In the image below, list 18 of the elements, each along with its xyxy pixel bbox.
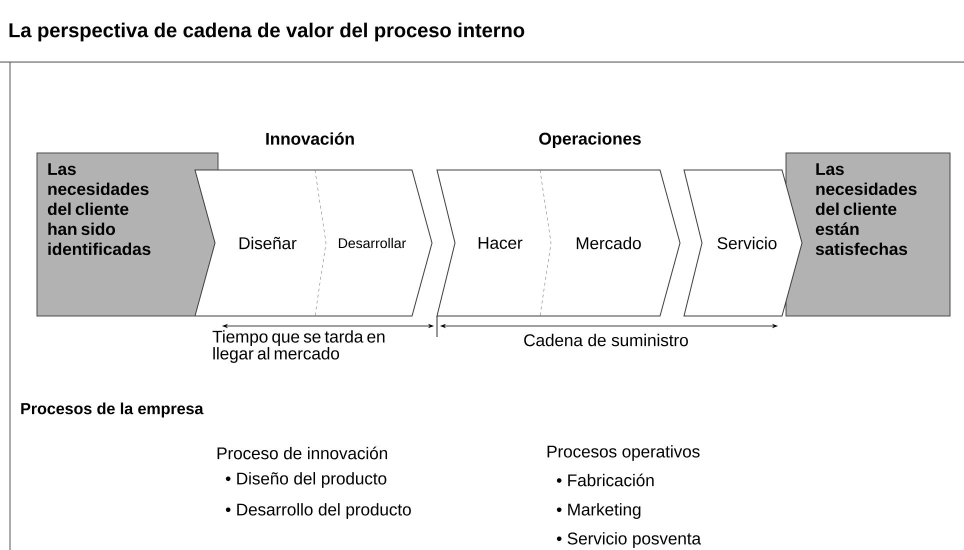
bullet-item: • Servicio posventa <box>556 532 702 548</box>
need-box: Las necesidades del cliente están satisfechas <box>786 152 950 316</box>
stage-box: Hacer Mercado <box>436 170 681 316</box>
stage-box: Diseñar Desarrollar <box>194 170 433 316</box>
bullet-item: • Fabricación <box>556 474 654 486</box>
label: Proceso de innovación <box>218 446 388 460</box>
title: La perspectiva de cadena de valor del proceso interno <box>10 22 524 42</box>
bullet-item: • Marketing <box>556 503 640 519</box>
bullet-item: • Diseño del producto <box>226 472 386 488</box>
label: Cadena de suministro <box>524 334 688 346</box>
label: Tiempo que se tarda en llegar al mercado <box>212 330 384 363</box>
bullet-item: • Desarrollo del producto <box>226 503 411 519</box>
section-heading: Procesos de la empresa <box>21 402 204 418</box>
need-box: Las necesidades del cliente han sido identificadas <box>36 152 218 316</box>
section-heading: Operaciones <box>539 132 641 148</box>
stage-box: Servicio <box>683 170 803 316</box>
label: Procesos operativos <box>548 445 700 461</box>
section-heading: Innovación <box>266 132 354 145</box>
